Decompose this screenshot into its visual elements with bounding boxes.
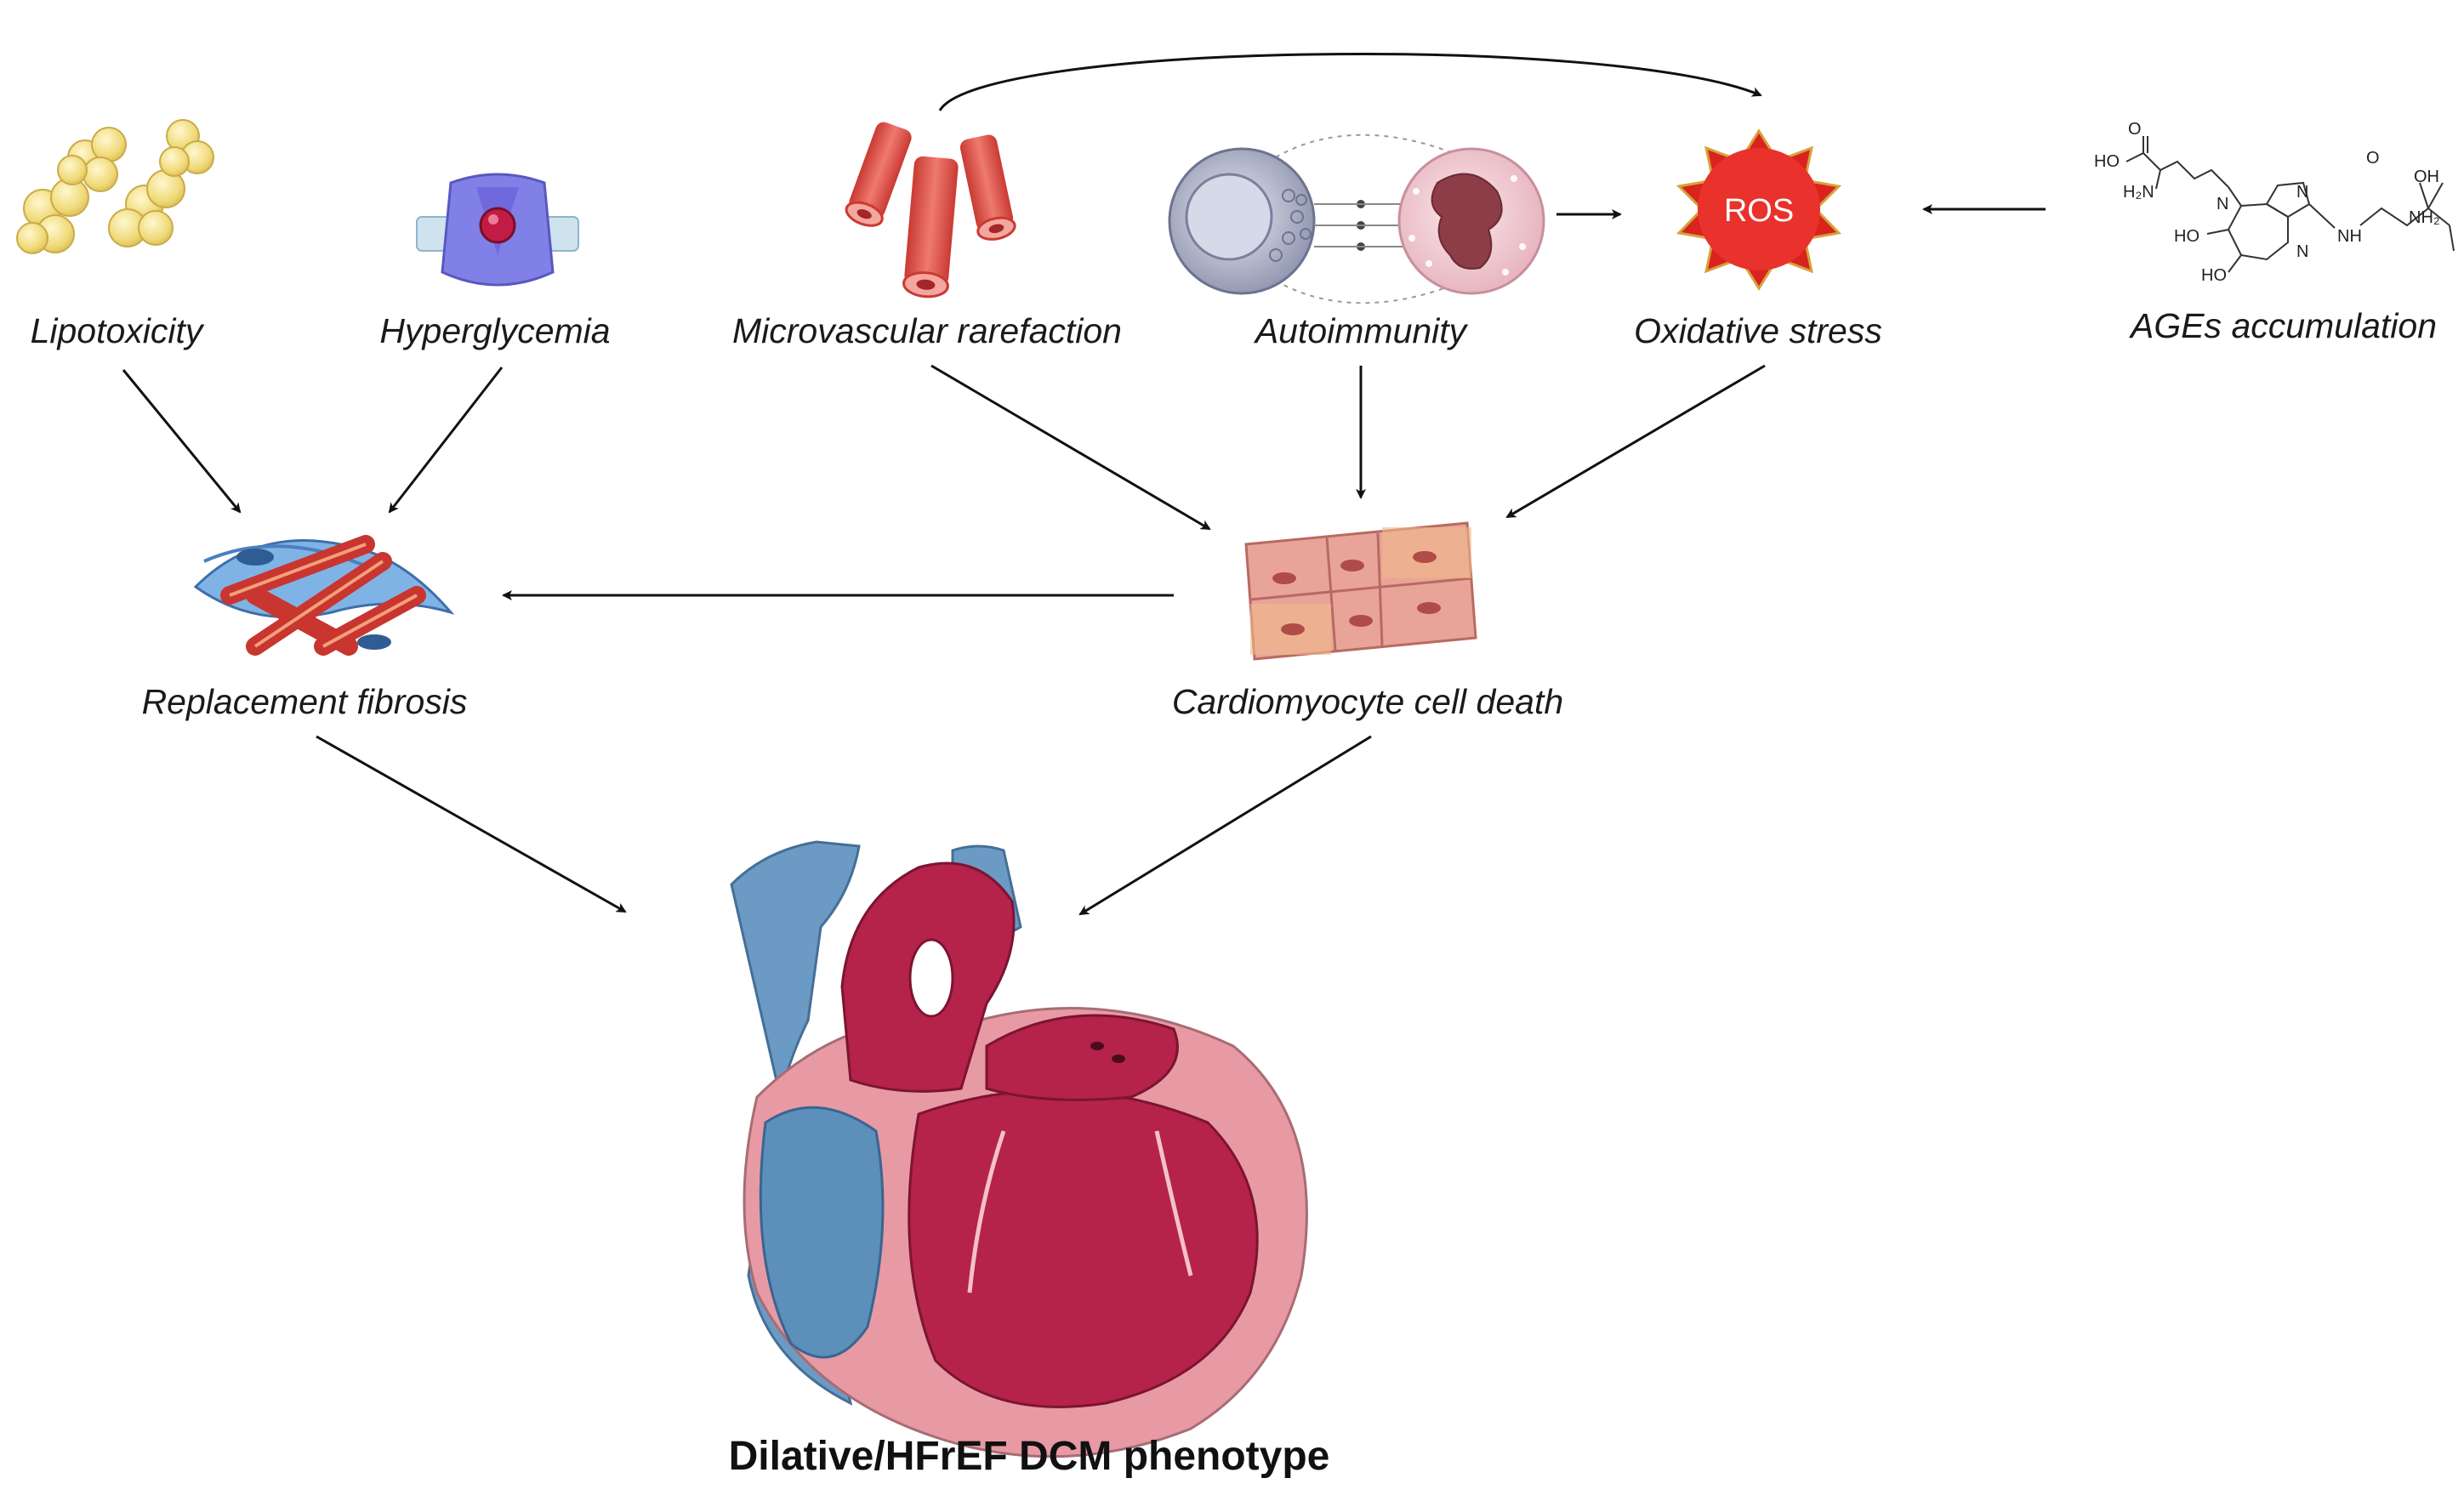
- chem-label-ho: HO: [2201, 266, 2227, 285]
- chem-label-nh: NH: [2337, 227, 2362, 246]
- arrows: [122, 53, 2046, 916]
- vessel-segments-icon: [845, 122, 1016, 298]
- chem-label-h2n: H₂N: [2123, 183, 2154, 202]
- arrow-microvascular-to-celldeath: [930, 364, 1211, 531]
- label-hyperglycemia: Hyperglycemia: [379, 311, 611, 350]
- label-replacement-fibrosis: Replacement fibrosis: [141, 682, 468, 721]
- label-oxidative-stress: Oxidative stress: [1634, 311, 1882, 350]
- chemical-structure-labels: HO O H₂N N N N NH HO HO O OH NH₂: [2094, 120, 2440, 285]
- label-lipotoxicity: Lipotoxicity: [30, 311, 203, 350]
- chem-label-nh2: NH₂: [2409, 208, 2440, 227]
- label-ages-accumulation: AGEs accumulation: [2130, 306, 2438, 345]
- blood-vessel-glucose-icon: [416, 173, 579, 287]
- fat-cells-icon: [16, 119, 214, 254]
- arrow-hyperglycemia-to-fibrosis: [388, 367, 504, 514]
- arrow-microvascular-to-oxidative: [938, 53, 1762, 111]
- label-microvascular-rarefaction: Microvascular rarefaction: [732, 311, 1122, 350]
- chemical-structure-icon: [2125, 136, 2455, 273]
- chem-label-ho: HO: [2174, 227, 2199, 246]
- immune-cells-icon: [1168, 134, 1545, 304]
- chem-label-o: O: [2128, 120, 2142, 139]
- ros-star-icon: ROS: [1676, 128, 1842, 291]
- arrow-oxidative-to-celldeath: [1505, 364, 1766, 519]
- cardiomyocyte-tissue-icon: [1244, 521, 1477, 661]
- arrow-celldeath-to-heart: [1078, 735, 1372, 916]
- chem-label-n: N: [2216, 195, 2228, 213]
- chem-label-n: N: [2296, 242, 2308, 261]
- label-autoimmunity: Autoimmunity: [1255, 311, 1467, 350]
- heart-cross-section-icon: [730, 840, 1308, 1458]
- arrow-lipotoxicity-to-fibrosis: [122, 369, 242, 514]
- fibrotic-tissue-icon: [193, 535, 455, 656]
- chem-label-ho: HO: [2094, 152, 2120, 171]
- label-cardiomyocyte-cell-death: Cardiomyocyte cell death: [1171, 682, 1564, 721]
- ros-label: ROS: [1724, 193, 1794, 229]
- arrow-fibrosis-to-heart: [316, 735, 627, 913]
- chem-label-o: O: [2366, 149, 2380, 168]
- label-outcome-phenotype: Dilative/HFrEF DCM phenotype: [728, 1434, 1330, 1479]
- chem-label-n: N: [2296, 183, 2308, 202]
- chem-label-oh: OH: [2414, 168, 2439, 186]
